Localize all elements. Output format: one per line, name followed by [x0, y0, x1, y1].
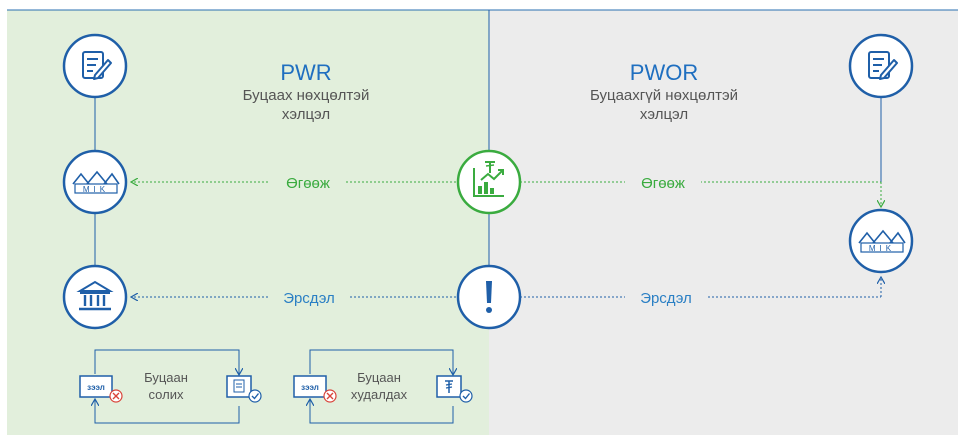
swap-line1: Буцаан	[144, 370, 188, 385]
check-icon	[459, 389, 473, 403]
left-panel-title: PWR	[280, 60, 331, 85]
mik-houses-icon-right: MIK	[848, 208, 914, 274]
income-label-left: Өгөөж	[286, 175, 330, 192]
check-icon	[248, 389, 262, 403]
right-panel-title: PWOR	[630, 60, 698, 85]
sell-line2: худалдах	[351, 387, 408, 402]
buyback-swap-box: зээл Буцаан солих	[79, 349, 262, 424]
contract-icon-right	[848, 33, 914, 99]
risk-label-right: Эрсдэл	[640, 290, 692, 307]
risk-label-left-bg	[268, 287, 350, 307]
left-panel-subtitle-line1: Буцаах нөхцөлтэй	[243, 87, 370, 104]
loan-tag	[79, 375, 113, 398]
risk-label-right-bg	[625, 287, 707, 307]
swap-line2: солих	[149, 387, 184, 402]
income-label-left-bg	[270, 172, 346, 192]
risk-label-left: Эрсдэл	[283, 290, 335, 307]
loan-tag-text: зээл	[301, 383, 319, 392]
loan-tag	[293, 375, 327, 398]
income-label-right-bg	[625, 172, 701, 192]
loan-tag-text: зээл	[87, 383, 105, 392]
sell-line1: Буцаан	[357, 370, 401, 385]
left-panel-subtitle-line2: хэлцэл	[282, 106, 330, 123]
svg-text:MIK: MIK	[869, 244, 895, 253]
exclamation-icon	[456, 264, 522, 330]
contract-icon	[62, 33, 128, 99]
right-panel-subtitle-line1: Буцаахгүй нөхцөлтэй	[590, 87, 738, 104]
investment-growth-icon	[456, 149, 522, 215]
svg-text:MIK: MIK	[83, 185, 109, 194]
right-panel-subtitle-line2: хэлцэл	[640, 106, 688, 123]
bank-icon	[62, 264, 128, 330]
mik-houses-icon: MIK	[62, 149, 128, 215]
buyback-sell-box: зээл Буцаан худалдах	[293, 349, 473, 424]
income-label-right: Өгөөж	[641, 175, 685, 192]
